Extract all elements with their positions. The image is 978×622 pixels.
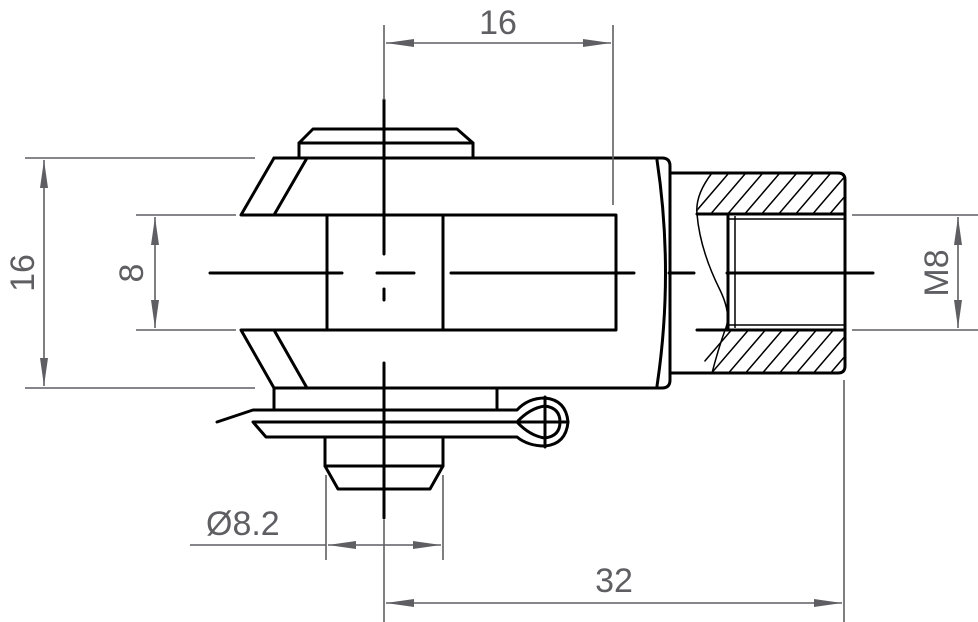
dim-label-overall-32: 32 [595, 562, 633, 600]
washer [272, 386, 499, 410]
dim-label-slot-8: 8 [113, 264, 151, 283]
dimension-overall-32: 32 [383, 380, 845, 622]
dimension-thread-m8: M8 [852, 214, 978, 331]
center-lines [208, 98, 875, 520]
pin-head [297, 127, 475, 160]
threaded-end [668, 171, 847, 375]
dim-label-top-16: 16 [479, 4, 517, 42]
split-pin [215, 395, 570, 449]
dimension-top-16: 16 [383, 4, 614, 205]
dim-label-pin-diameter: Ø8.2 [206, 505, 280, 543]
dimension-slot-8: 8 [113, 214, 236, 331]
dimension-left-16: 16 [4, 157, 255, 389]
dimension-pin-diameter: Ø8.2 [190, 475, 444, 560]
dim-label-left-16: 16 [4, 254, 42, 292]
dim-label-thread-m8: M8 [918, 249, 956, 296]
